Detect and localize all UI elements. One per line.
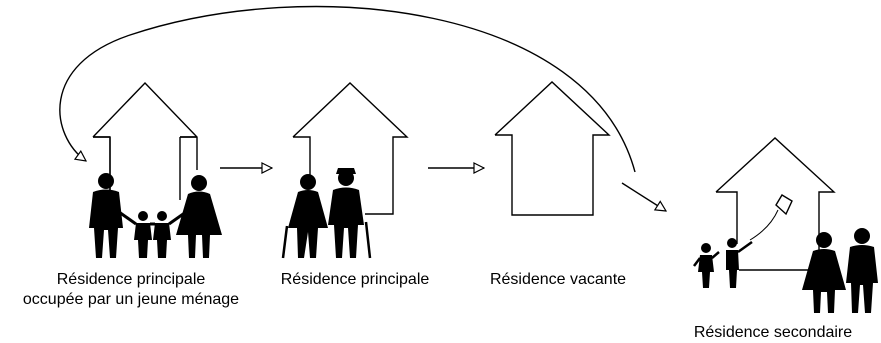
house-elderly-couple xyxy=(292,82,409,215)
caption-elderly-couple: Résidence principale xyxy=(268,270,442,290)
arrow-vacant-to-secondary xyxy=(621,182,666,211)
caption-elderly-couple-line1: Résidence principale xyxy=(280,271,430,288)
caption-young-household: Résidence principale occupée par un jeun… xyxy=(0,270,262,310)
kite-icon xyxy=(749,194,793,241)
secondary-residence-figures xyxy=(693,228,878,313)
caption-vacant: Résidence vacante xyxy=(478,270,638,290)
caption-secondary: Résidence secondaire xyxy=(683,323,863,343)
caption-young-household-line1: Résidence principale xyxy=(56,271,206,288)
caption-young-household-line2: occupée par un jeune ménage xyxy=(22,291,240,308)
house-vacant xyxy=(494,81,611,216)
young-household-figures xyxy=(89,173,222,258)
caption-vacant-line1: Résidence vacante xyxy=(489,271,627,288)
house-secondary xyxy=(715,137,836,271)
house-young-household xyxy=(92,81,198,215)
caption-secondary-line1: Résidence secondaire xyxy=(693,324,853,341)
return-arrow xyxy=(59,5,636,173)
elderly-couple-figures xyxy=(281,168,372,259)
